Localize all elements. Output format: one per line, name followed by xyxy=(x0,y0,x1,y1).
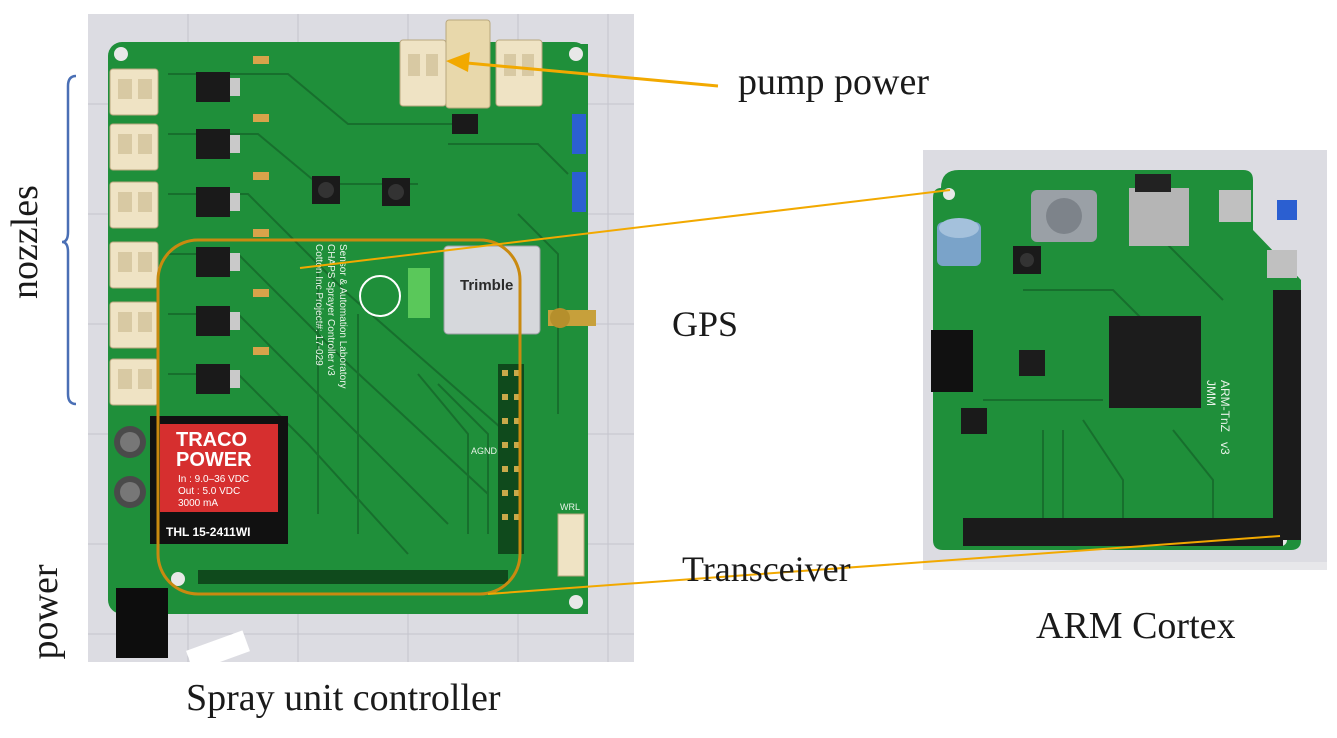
svg-text:v3: v3 xyxy=(1218,442,1232,455)
transceiver-outline xyxy=(156,238,522,596)
svg-text:Cotton Inc Project#: 17-029: Cotton Inc Project#: 17-029 xyxy=(313,244,324,366)
pump-power-arrow-line xyxy=(455,60,719,88)
svg-text:ARM-TnZ: ARM-TnZ xyxy=(1218,380,1232,432)
dc-jack xyxy=(116,588,168,658)
dcdc-in: In : 9.0–36 VDC xyxy=(178,474,249,485)
transceiver-label: Transceiver xyxy=(682,549,851,589)
svg-text:Sensor & Automation Laboratory: Sensor & Automation Laboratory xyxy=(337,244,348,389)
svg-text:CHAPS Sprayer Controller v3: CHAPS Sprayer Controller v3 xyxy=(325,244,336,376)
dcdc-brand-2: POWER xyxy=(176,449,252,471)
transceiver-connector-line xyxy=(487,535,1281,595)
dcdc-current: 3000 mA xyxy=(178,498,218,509)
arm-cortex-label: ARM Cortex xyxy=(1036,605,1236,647)
nozzle-connectors xyxy=(109,68,159,406)
gps-module xyxy=(443,245,541,335)
arm-cortex-photo: ARM-TnZ JMM v3 xyxy=(923,150,1327,570)
gps-connector-line xyxy=(299,189,951,269)
silkscreen-text: Sensor & Automation Laboratory CHAPS Spr… xyxy=(313,244,348,389)
power-label: power xyxy=(24,564,66,660)
pump-power-label: pump power xyxy=(738,61,930,103)
nozzles-label: nozzles xyxy=(4,185,46,299)
dcdc-brand-1: TRACO xyxy=(176,429,247,451)
dcdc-out: Out : 5.0 VDC xyxy=(178,486,240,497)
svg-text:JMM: JMM xyxy=(1204,380,1218,406)
mcu-chip xyxy=(1109,316,1201,408)
spray-unit-controller-label: Spray unit controller xyxy=(186,677,501,719)
nozzles-bracket xyxy=(61,74,77,406)
wrl-label: WRL xyxy=(560,502,580,512)
pump-power-arrowhead xyxy=(446,52,470,72)
arm-silkscreen: ARM-TnZ JMM v3 xyxy=(1204,380,1232,455)
gps-label: GPS xyxy=(672,304,739,344)
dcdc-model: THL 15-2411WI xyxy=(166,525,250,539)
agnd-label: AGND xyxy=(471,446,498,456)
gps-module-label: Trimble xyxy=(460,277,513,294)
spray-controller-photo: Trimble Sensor & Automation Laboratory C… xyxy=(88,14,634,662)
gps-circle-highlight xyxy=(359,275,401,317)
